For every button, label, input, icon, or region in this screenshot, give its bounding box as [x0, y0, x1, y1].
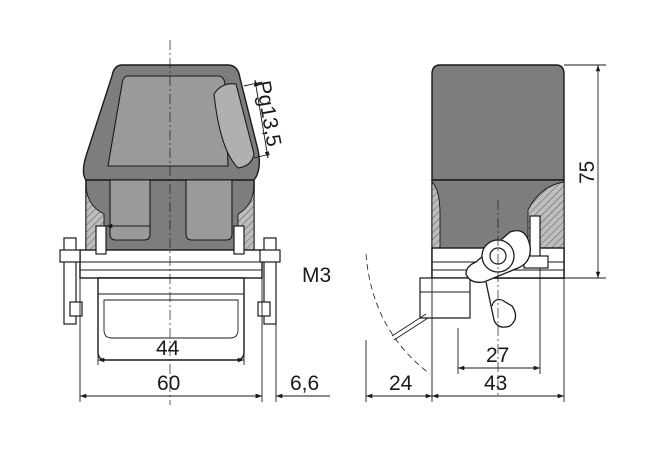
dimension-60-label: 60 [157, 372, 180, 395]
dimension-44-label: 44 [156, 337, 180, 360]
front-pin-right [233, 225, 281, 325]
dimension-24: 24 [365, 340, 432, 402]
front-view [59, 40, 281, 405]
front-interior-recess-right [185, 179, 233, 241]
dimension-75: 75 [564, 64, 606, 279]
dimension-43-label: 43 [484, 372, 507, 395]
side-hood-body [431, 64, 565, 181]
dimension-24-label: 24 [389, 372, 413, 395]
dimension-6-6: 6,6 [244, 320, 330, 402]
side-section-left [431, 180, 441, 251]
dimension-75-label: 75 [576, 161, 599, 184]
dimension-27-label: 27 [486, 344, 509, 367]
front-pin-left [59, 225, 107, 325]
pg-thread-label: Pg13,5 [251, 79, 285, 149]
front-interior-recess [109, 179, 151, 241]
swing-arc [365, 253, 431, 375]
side-pin [529, 215, 541, 259]
dimension-43: 43 [431, 278, 565, 402]
front-cable-boss [213, 83, 255, 169]
side-lower-block [419, 277, 471, 319]
front-hood-window [107, 75, 229, 167]
screw-label: M3 [302, 264, 331, 287]
side-view [365, 64, 565, 398]
dimension-44: 44 [97, 337, 245, 365]
front-flange [79, 249, 263, 279]
dimension-60: 60 [79, 278, 263, 402]
dimension-6-6-label: 6,6 [290, 372, 319, 395]
dimension-27: 27 [457, 268, 541, 374]
